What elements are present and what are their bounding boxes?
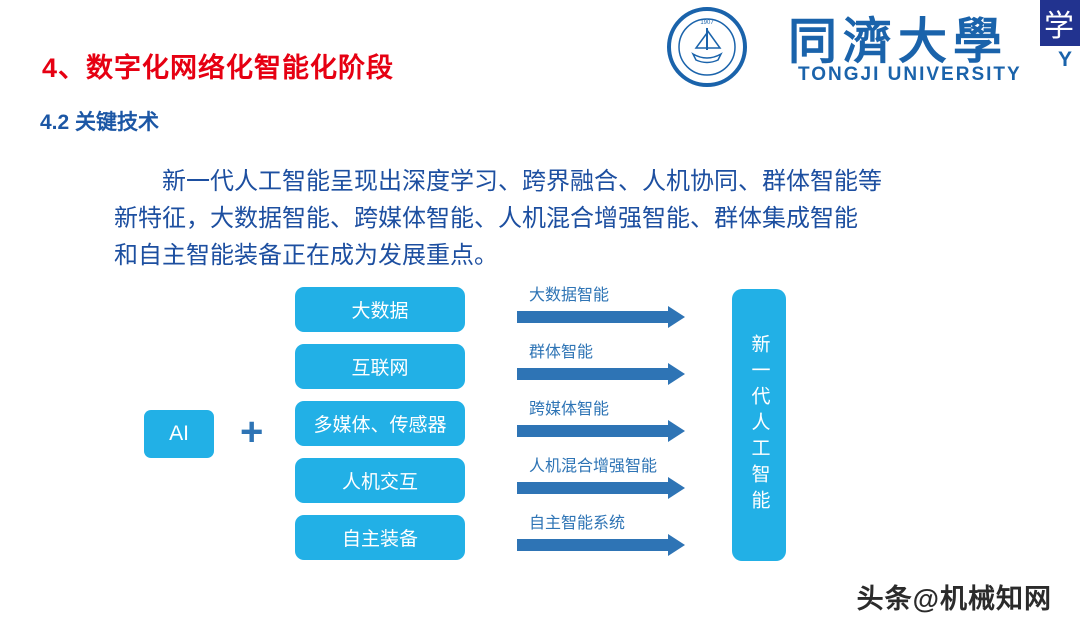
input-box-autonomous-equipment: 自主装备: [295, 515, 465, 560]
arrow-label: 跨媒体智能: [529, 401, 610, 418]
plus-sign: +: [240, 410, 264, 454]
input-box-hci: 人机交互: [295, 458, 465, 503]
corner-badge: 学: [1040, 0, 1080, 46]
university-name-cn: 同濟大學: [788, 14, 1009, 69]
paragraph-line-1: 新一代人工智能呈现出深度学习、跨界融合、人机协同、群体智能等: [162, 169, 882, 195]
corner-letter: Y: [1057, 48, 1072, 71]
arrow-row-swarm-intelligence: 群体智能: [517, 338, 687, 390]
paragraph-line-3: 和自主智能装备正在成为发展重点。: [114, 243, 498, 269]
paragraph-line-2: 新特征，大数据智能、跨媒体智能、人机混合增强智能、群体集成智能: [114, 206, 858, 232]
input-box-internet: 互联网: [295, 344, 465, 389]
arrow-label: 群体智能: [529, 344, 594, 361]
watermark: 头条@机械知网: [856, 584, 1052, 614]
tongji-emblem-icon: 1907: [667, 7, 747, 87]
input-box-big-data: 大数据: [295, 287, 465, 332]
arrow-row-big-data-intelligence: 大数据智能: [517, 281, 687, 333]
right-arrow-icon: [517, 477, 685, 499]
arrow-label: 人机混合增强智能: [529, 458, 658, 475]
input-box-multimedia-sensors: 多媒体、传感器: [295, 401, 465, 446]
svg-text:1907: 1907: [700, 20, 714, 26]
arrow-label: 自主智能系统: [529, 515, 626, 532]
arrow-row-crossmedia-intelligence: 跨媒体智能: [517, 395, 687, 447]
ai-box: AI: [144, 410, 214, 458]
arrow-row-autonomous-intelligent-systems: 自主智能系统: [517, 509, 687, 561]
slide-subtitle: 4.2 关键技术: [40, 111, 160, 134]
right-arrow-icon: [517, 534, 685, 556]
arrow-label: 大数据智能: [529, 287, 610, 304]
right-arrow-icon: [517, 306, 685, 328]
right-arrow-icon: [517, 363, 685, 385]
slide-title: 4、数字化网络化智能化阶段: [42, 53, 395, 83]
right-arrow-icon: [517, 420, 685, 442]
output-box-new-generation-ai: 新一代人工智能: [732, 289, 786, 561]
body-paragraph: 新一代人工智能呈现出深度学习、跨界融合、人机协同、群体智能等 新特征，大数据智能…: [114, 164, 994, 275]
arrow-row-hybrid-augmented-intelligence: 人机混合增强智能: [517, 452, 687, 504]
university-name-en: TONGJI UNIVERSITY: [798, 64, 1022, 85]
